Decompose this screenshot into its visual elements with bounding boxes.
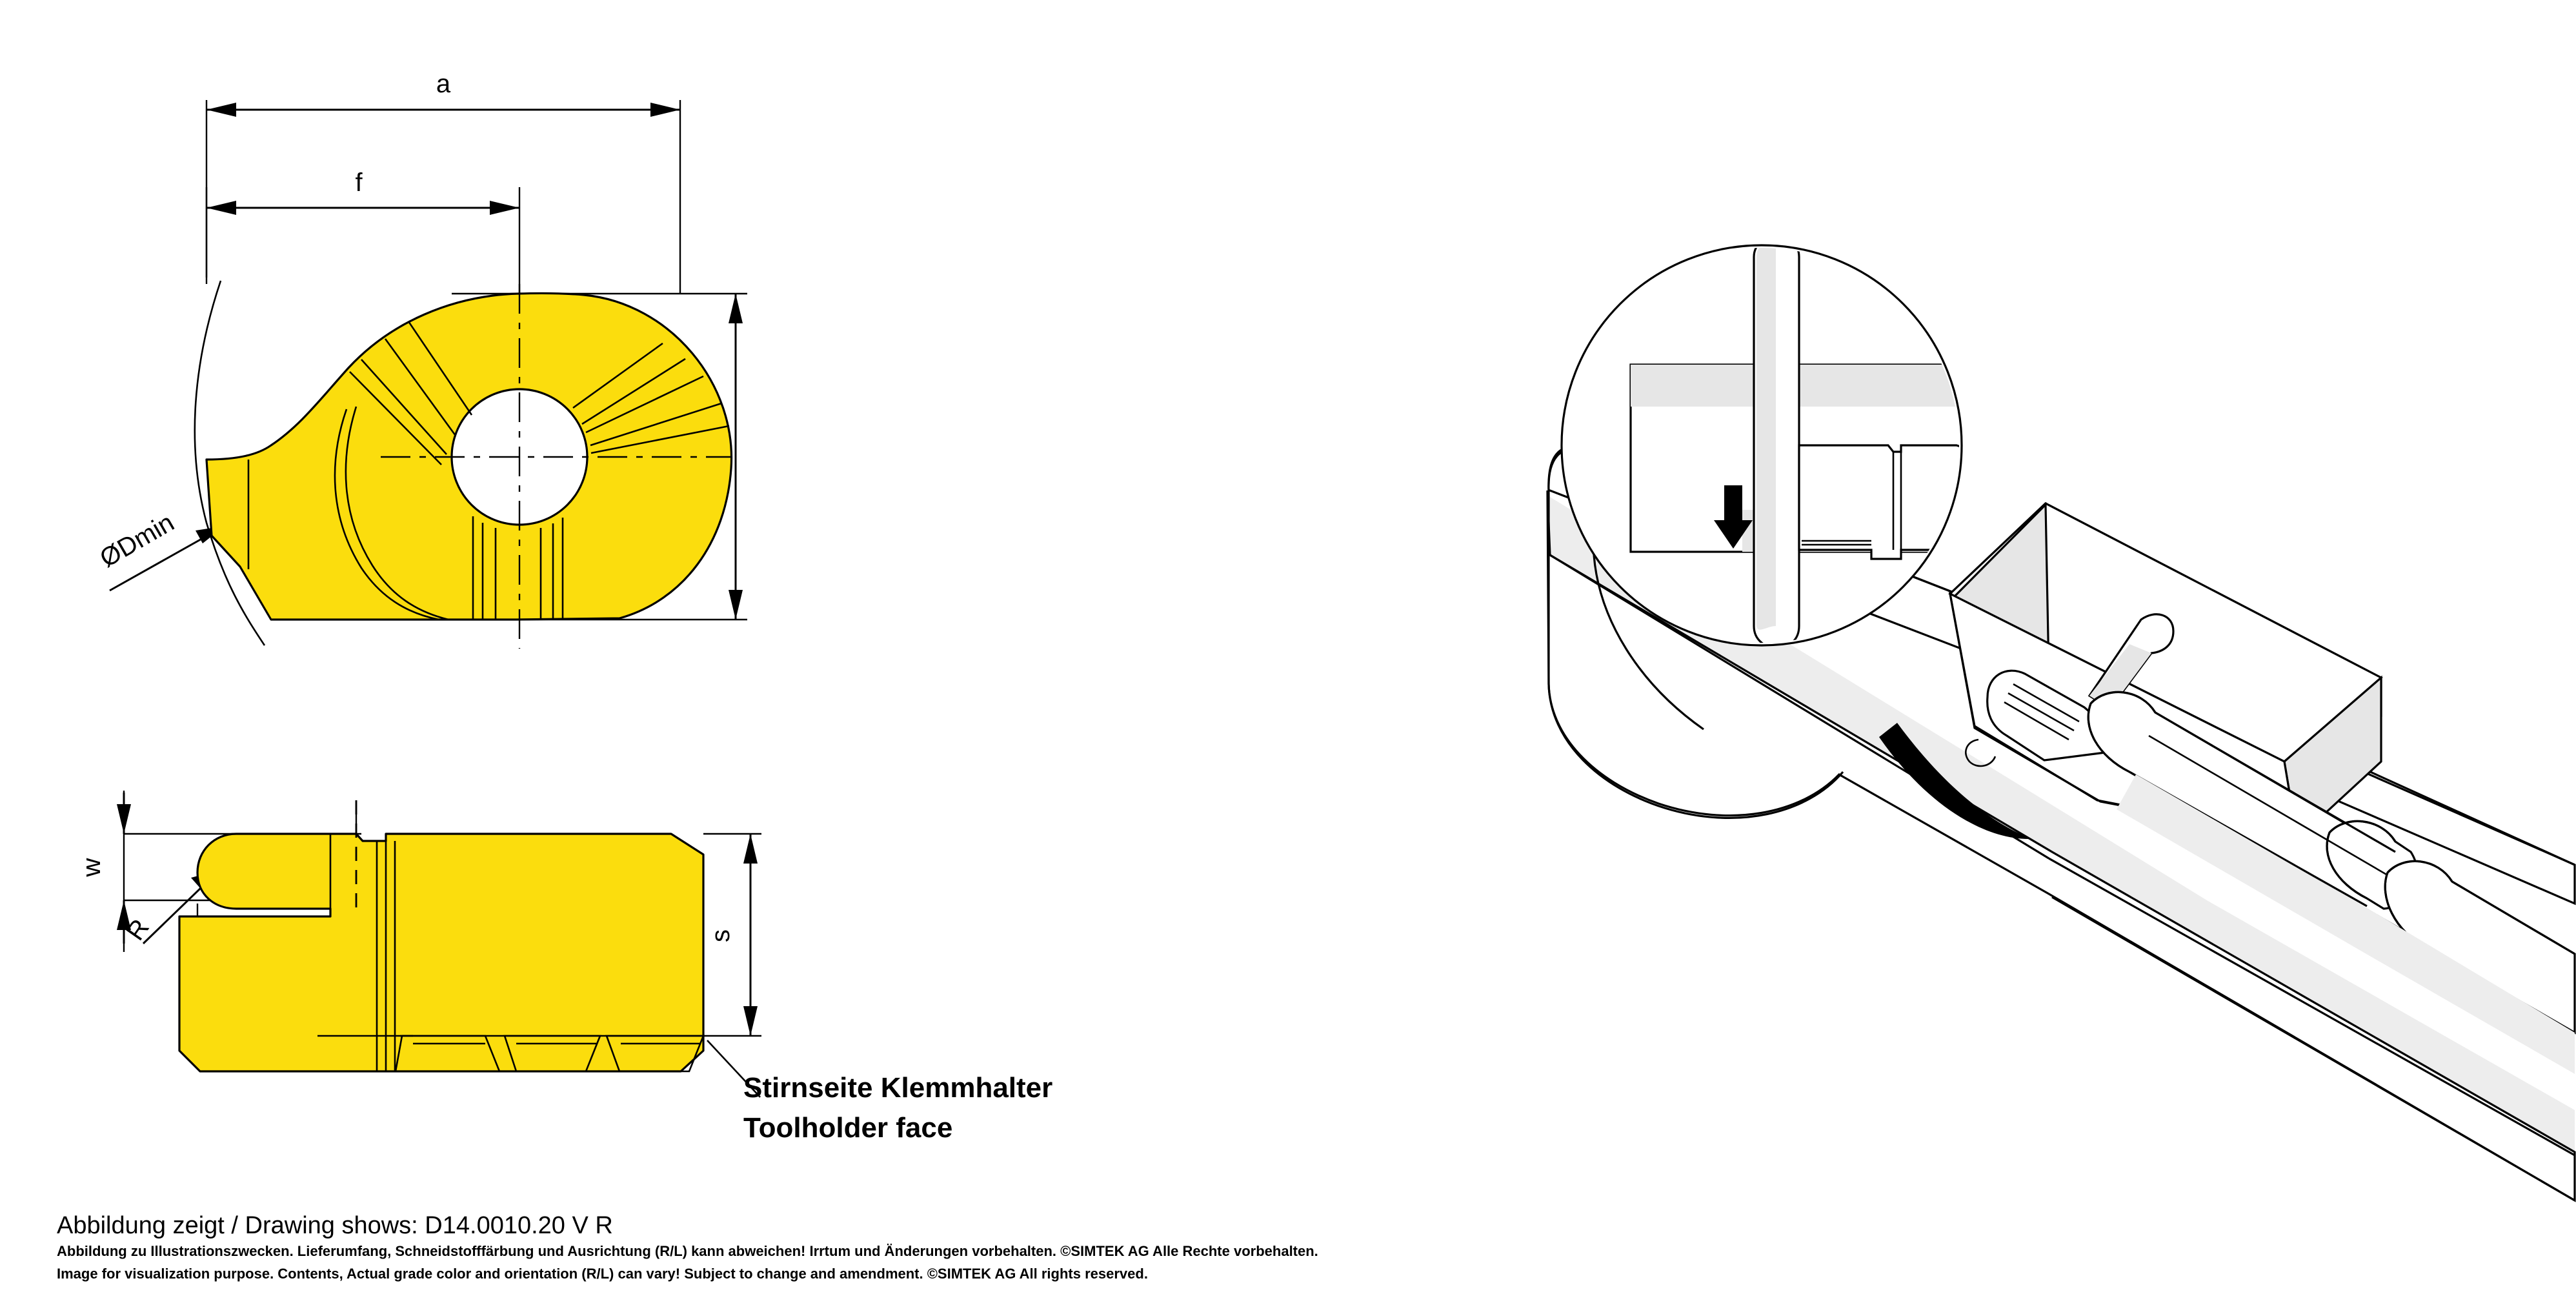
- detail-holder-shade-top: [1631, 365, 1959, 407]
- facet-lines-upper-left: [349, 321, 473, 465]
- head-left-shade-outline: [1953, 502, 2050, 672]
- detail-cyl-edge-2: [1986, 470, 2043, 490]
- arrowhead-s-top: [743, 834, 758, 864]
- detail-circle-contents: [1629, 248, 2043, 643]
- front-view: a f Ød ØDmin: [96, 70, 747, 649]
- head-right-face: [2284, 678, 2381, 839]
- mounted-insert: [1965, 669, 2111, 767]
- arrowhead-d-top: [729, 294, 743, 323]
- callout-leader-line: [707, 1040, 761, 1098]
- head-left-shade: [1954, 505, 2049, 671]
- insert-direction-arrow-icon: [1714, 485, 1753, 549]
- callout-line-en: Toolholder face: [743, 1112, 952, 1144]
- detail-cyl-edge-1: [1981, 449, 2039, 462]
- drawing-title-line: Abbildung zeigt / Drawing shows: D14.001…: [57, 1212, 613, 1239]
- callout-line-de: Stirnseite Klemmhalter: [743, 1072, 1052, 1104]
- insert-body-side: [178, 833, 705, 1073]
- side-view: w R tmax s: [77, 791, 1052, 1144]
- dim-label-a: a: [436, 70, 451, 98]
- bar-edge-bottom: [2048, 857, 2575, 1157]
- side-top-chamfer: [670, 833, 704, 856]
- arrowhead-f-left: [206, 201, 236, 215]
- bar-shadow-strip: [1547, 490, 2575, 1155]
- bore-arc-dmin: [194, 280, 266, 646]
- detail-callout-crescent: [1879, 723, 2031, 840]
- bar-left-end-curve: [1547, 490, 1844, 819]
- flank-curve-outer: [334, 409, 439, 621]
- detail-blade-shade: [1756, 248, 1776, 630]
- flank-curve-inner: [345, 406, 449, 621]
- disclaimer-german: Abbildung zu Illustrationszwecken. Liefe…: [57, 1242, 1318, 1259]
- detail-seated-insert: [1798, 444, 1959, 560]
- dim-label-s: s: [707, 929, 735, 942]
- iso-view: [1546, 244, 2576, 1202]
- arrowhead-w-top: [117, 804, 131, 834]
- arrowhead-w-bottom: [117, 900, 131, 930]
- arrowhead-a-left: [206, 103, 236, 117]
- disclaimer-english: Image for visualization purpose. Content…: [57, 1266, 1148, 1282]
- dim-label-dmin: ØDmin: [96, 508, 179, 572]
- arrowhead-a-right: [650, 103, 680, 117]
- clamp-finger-shade: [2089, 644, 2151, 709]
- side-parting-lines: [376, 841, 396, 1071]
- facet-lines-upper-right: [572, 342, 730, 454]
- footer-block: Abbildung zeigt / Drawing shows: D14.001…: [57, 1212, 1993, 1286]
- arrowhead-d-bottom: [729, 590, 743, 620]
- dim-label-w: w: [77, 858, 106, 877]
- dim-label-f: f: [355, 168, 363, 197]
- cylindrical-shank: [2087, 691, 2576, 1035]
- shank-cap-1: [2089, 691, 2157, 713]
- serration-teeth: [375, 1035, 705, 1073]
- facet-lines-lower: [472, 516, 564, 620]
- shank-shadow: [2117, 774, 2575, 1074]
- bar-edge-bottom2: [2051, 896, 2575, 1202]
- shank-cap-1b: [2087, 703, 2130, 773]
- arrowhead-f-right: [490, 201, 519, 215]
- arrowhead-s-bottom: [743, 1006, 758, 1036]
- detail-circle: [1560, 244, 2043, 647]
- bar-left-inner-curve: [1593, 554, 1704, 731]
- insert-iso-nose: [1965, 738, 1997, 767]
